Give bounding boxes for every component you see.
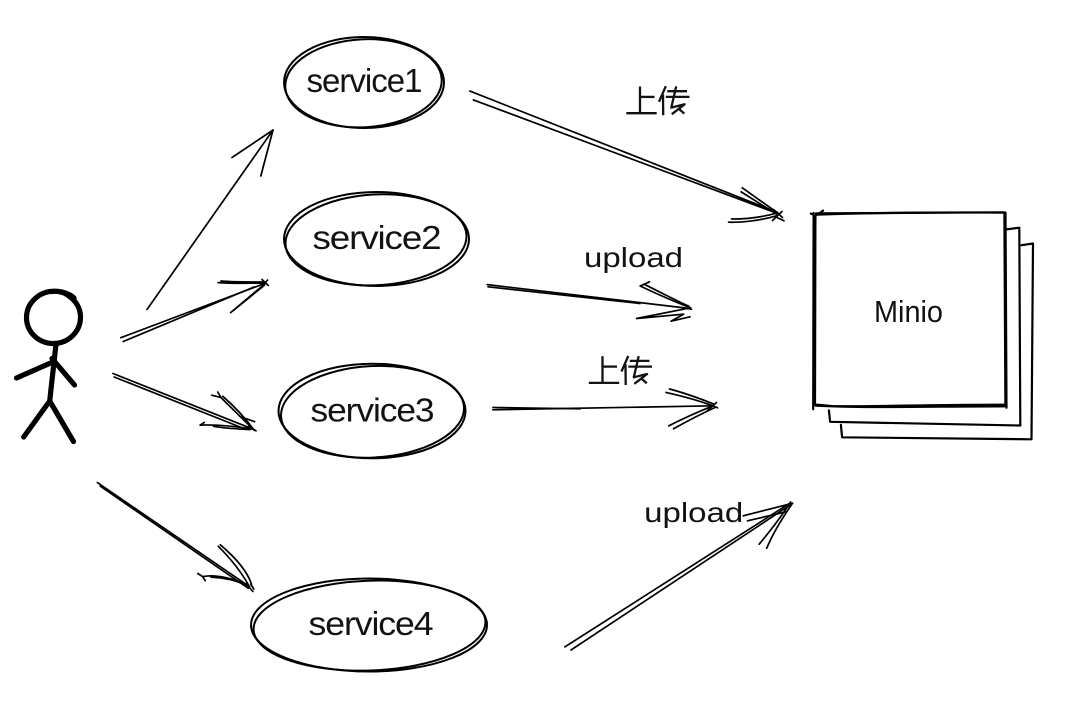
svg-text:Minio: Minio [874, 294, 943, 329]
svg-text:service2: service2 [313, 219, 441, 256]
svg-text:upload: upload [644, 497, 743, 528]
svg-text:service1: service1 [307, 62, 422, 99]
svg-text:service3: service3 [311, 392, 434, 429]
svg-text:upload: upload [584, 242, 683, 273]
svg-text:service4: service4 [309, 605, 434, 642]
